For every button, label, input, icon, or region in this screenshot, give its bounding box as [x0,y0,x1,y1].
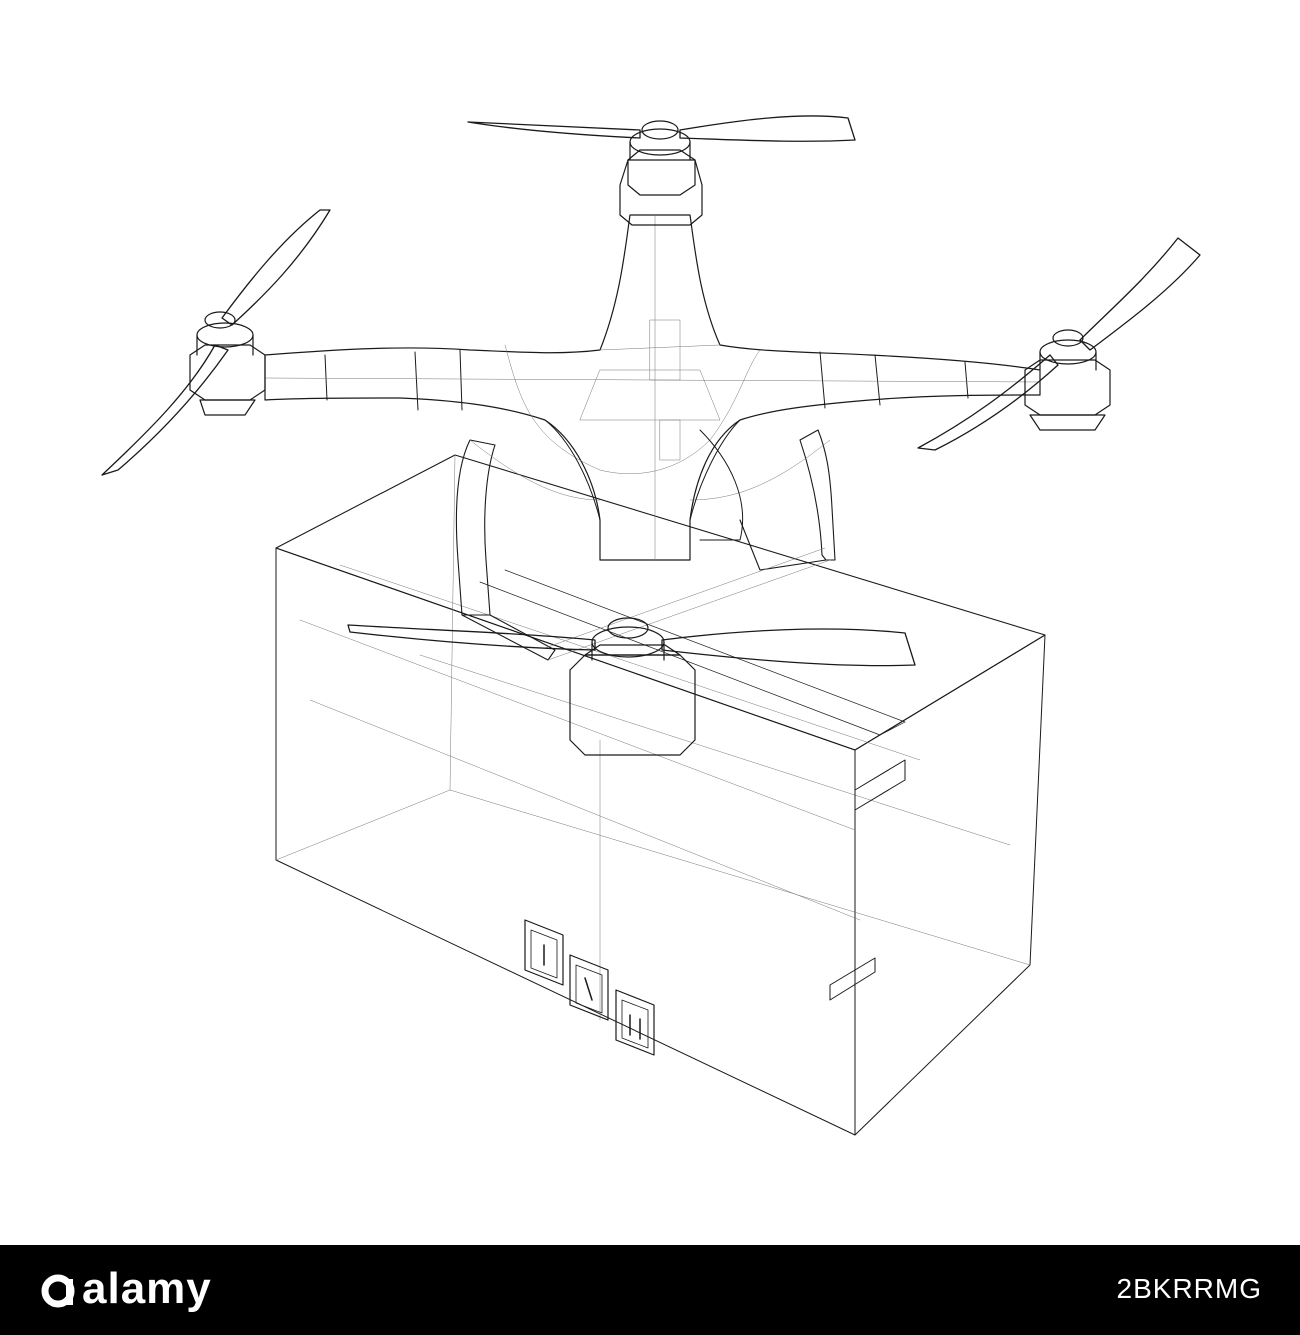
alamy-logo: alamy [38,1267,212,1311]
watermark-footer: alamy 2BKRRMG [0,1245,1300,1335]
image-id-label: 2BKRRMG [1116,1273,1262,1304]
propeller-front [347,624,916,667]
propeller-left [101,209,331,476]
drone-wireframe-drawing [101,115,1201,1136]
drone-wireframe-illustration [101,115,1201,1136]
propeller-top [467,115,856,142]
alamy-logo-text: alamy [82,1264,212,1313]
motor-right [1024,329,1111,431]
motor-top [619,120,703,226]
parcel-box [275,454,1046,1136]
propeller-right [917,237,1201,451]
alamy-logo-mark-icon [41,1274,75,1308]
drone-body [264,214,1041,561]
motor-left [189,311,266,416]
landing-gear [455,429,836,661]
handling-symbols [524,919,655,1056]
